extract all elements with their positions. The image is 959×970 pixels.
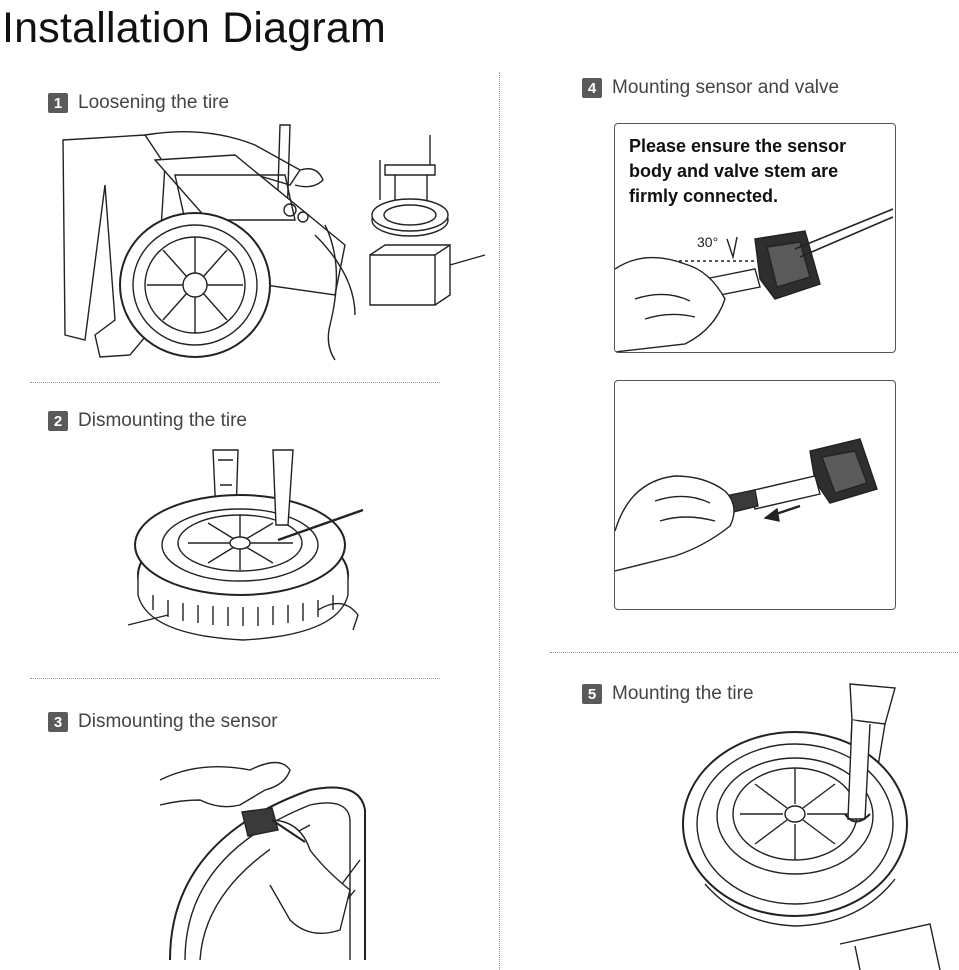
step-2-illustration	[128, 445, 368, 645]
sensor-note-line: body and valve stem are	[629, 161, 839, 181]
tire	[135, 495, 348, 640]
vertical-divider	[499, 72, 500, 970]
divider-step2-step3	[30, 678, 440, 679]
hand	[160, 763, 350, 934]
step-5-illustration	[680, 684, 950, 970]
divider-step4-step5	[550, 652, 958, 653]
sensor-valve-assembly	[615, 209, 895, 352]
step-3-illustration	[160, 750, 400, 970]
valve-stem	[725, 476, 820, 513]
step-4-panel-a: Please ensure the sensor body and valve …	[614, 123, 896, 353]
tire	[683, 732, 907, 926]
hand	[615, 258, 725, 352]
pry-bar	[128, 450, 363, 630]
step-4-panel-b	[614, 380, 896, 610]
step-label: Dismounting the sensor	[78, 711, 278, 732]
step-1-illustration	[55, 125, 495, 365]
tpms-sensor	[755, 231, 820, 299]
angle-label: 30°	[697, 234, 719, 250]
step-label: Mounting the tire	[612, 683, 754, 704]
step-2-heading: 2 Dismounting the tire	[48, 410, 247, 432]
step-label: Loosening the tire	[78, 92, 230, 113]
step-4-heading: 4 Mounting sensor and valve	[582, 77, 839, 99]
sensor-note: Please ensure the sensor body and valve …	[629, 134, 846, 209]
step-label: Mounting sensor and valve	[612, 77, 840, 98]
page-title: Installation Diagram	[2, 4, 387, 52]
step-number-badge: 1	[48, 93, 68, 113]
tire-changer-small	[370, 135, 485, 305]
tpms-sensor	[810, 439, 877, 503]
step-1-heading: 1 Loosening the tire	[48, 92, 229, 114]
tpms-sensor	[242, 808, 305, 842]
sensor-note-line: firmly connected.	[629, 186, 779, 206]
valve-insert-illustration	[615, 381, 895, 609]
sensor-note-line: Please ensure the sensor	[629, 136, 847, 156]
tire-changer-machine	[840, 684, 940, 970]
step-label: Dismounting the tire	[78, 410, 247, 431]
divider-step1-step2	[30, 382, 440, 383]
tire	[120, 213, 270, 357]
step-number-badge: 2	[48, 411, 68, 431]
step-5-heading: 5 Mounting the tire	[582, 683, 754, 705]
step-number-badge: 4	[582, 78, 602, 98]
step-number-badge: 5	[582, 684, 602, 704]
step-number-badge: 3	[48, 712, 68, 732]
step-3-heading: 3 Dismounting the sensor	[48, 711, 278, 733]
hand	[615, 476, 734, 571]
pry-bar	[845, 720, 870, 822]
arrow-left-icon	[765, 506, 800, 521]
